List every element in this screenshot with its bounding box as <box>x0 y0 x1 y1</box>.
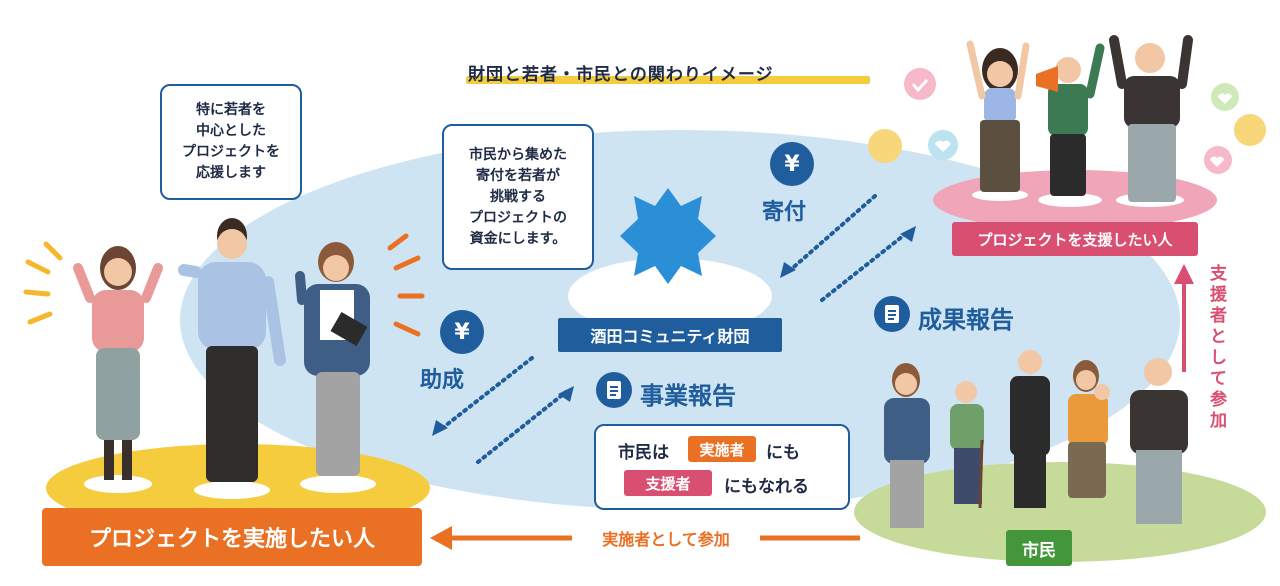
citizen-role-note: 市民は 実施者 にも 支援者 にもなれる <box>594 424 850 510</box>
document-icon-project <box>596 372 632 408</box>
yen-icon-grant: ¥ <box>440 310 484 354</box>
person-citizen-3 <box>1010 350 1050 508</box>
foundation-name: 酒田コミュニティ財団 <box>558 318 782 352</box>
outcome-report-label: 成果報告 <box>918 306 1014 334</box>
reaction-bubbles <box>868 68 1266 174</box>
foundation-cloud <box>568 258 772 334</box>
person-citizen-5 <box>1130 358 1188 524</box>
yen-icon-donation: ¥ <box>770 142 814 186</box>
person-supporter-3 <box>1109 35 1193 202</box>
join-as-implementer-label: 実施者として参加 <box>572 526 760 550</box>
note-mid: にも <box>766 443 800 463</box>
project-report-label: 事業報告 <box>640 382 736 410</box>
page-title: 財団と若者・市民との関わりイメージ <box>468 65 774 85</box>
person-implementer-1 <box>73 246 163 480</box>
implementer-arrow-head <box>430 526 452 550</box>
title-underline <box>466 76 870 84</box>
foundation-logo <box>620 188 716 284</box>
person-supporter-1 <box>966 40 1030 192</box>
implementer-badge: 実施者 <box>688 436 756 462</box>
person-citizen-4 <box>1068 360 1110 498</box>
donation-arrow <box>786 194 910 302</box>
citizens-label: 市民 <box>1006 530 1072 566</box>
supporter-badge: 支援者 <box>624 470 712 496</box>
implementers-label: プロジェクトを実施したい人 <box>42 508 422 566</box>
callout-youth-support: 特に若者を 中心とした プロジェクトを 応援します <box>160 84 302 200</box>
note-prefix: 市民は <box>618 443 669 463</box>
donation-label: 寄付 <box>762 200 807 225</box>
grant-label: 助成 <box>420 368 465 393</box>
supporter-arrow-head <box>1174 264 1194 284</box>
person-implementer-2 <box>178 218 286 482</box>
document-icon-outcome <box>874 296 910 332</box>
person-implementer-3 <box>295 242 370 476</box>
person-supporter-2 <box>1036 43 1105 196</box>
note-suffix: にもなれる <box>724 477 809 497</box>
grant-arrow <box>438 356 568 464</box>
person-citizen-2 <box>950 381 984 509</box>
join-as-supporter-label: 支援者として参加 <box>1206 264 1226 432</box>
callout-fund-use: 市民から集めた 寄付を若者が 挑戦する プロジェクトの 資金にします。 <box>442 124 594 270</box>
person-citizen-1 <box>884 363 930 528</box>
supporters-label: プロジェクトを支援したい人 <box>952 222 1198 256</box>
